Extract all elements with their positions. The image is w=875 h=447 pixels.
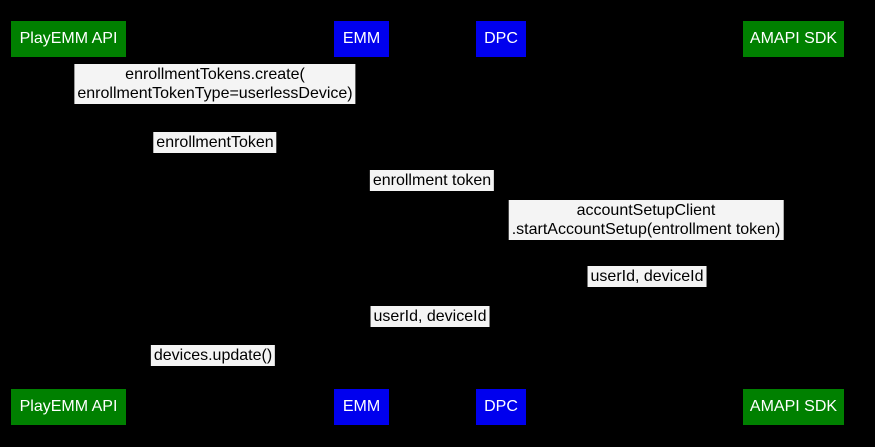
- actor-label: EMM: [342, 30, 381, 47]
- message-line: accountSetupClient: [576, 202, 716, 219]
- actor-emm-top: EMM: [334, 21, 389, 57]
- actor-label: DPC: [484, 398, 518, 415]
- actor-dpc-top: DPC: [476, 21, 526, 57]
- message-enrollment-token: enrollment token: [369, 170, 495, 191]
- actor-dpc-bottom: DPC: [476, 389, 526, 425]
- message-line: userId, deviceId: [590, 268, 704, 285]
- message-devices-update: devices.update(): [150, 345, 276, 366]
- message-enrollmenttoken-return: enrollmentToken: [153, 132, 277, 153]
- actor-emm-bottom: EMM: [334, 389, 389, 425]
- actor-label: EMM: [342, 398, 381, 415]
- actor-label: PlayEMM API: [19, 398, 118, 415]
- message-line: enrollmentTokenType=userlessDevice): [77, 85, 353, 102]
- actor-label: AMAPI SDK: [749, 30, 838, 47]
- message-userid-deviceid-2: userId, deviceId: [370, 306, 490, 327]
- actor-label: AMAPI SDK: [749, 398, 838, 415]
- message-startaccountsetup: accountSetupClient .startAccountSetup(en…: [508, 200, 784, 240]
- actor-label: PlayEMM API: [19, 30, 118, 47]
- message-line: enrollment token: [372, 172, 492, 189]
- message-enrollmenttokens-create: enrollmentTokens.create( enrollmentToken…: [74, 64, 356, 104]
- message-line: userId, deviceId: [373, 308, 487, 325]
- actor-playemm-api-top: PlayEMM API: [11, 21, 126, 57]
- message-line: enrollmentTokens.create(: [125, 66, 305, 83]
- message-line: .startAccountSetup(entrollment token): [511, 221, 781, 238]
- message-line: devices.update(): [153, 347, 273, 364]
- message-line: enrollmentToken: [156, 134, 274, 151]
- actor-amapi-sdk-bottom: AMAPI SDK: [743, 389, 844, 425]
- actor-playemm-api-bottom: PlayEMM API: [11, 389, 126, 425]
- actor-amapi-sdk-top: AMAPI SDK: [743, 21, 844, 57]
- message-userid-deviceid-1: userId, deviceId: [587, 266, 707, 287]
- actor-label: DPC: [484, 30, 518, 47]
